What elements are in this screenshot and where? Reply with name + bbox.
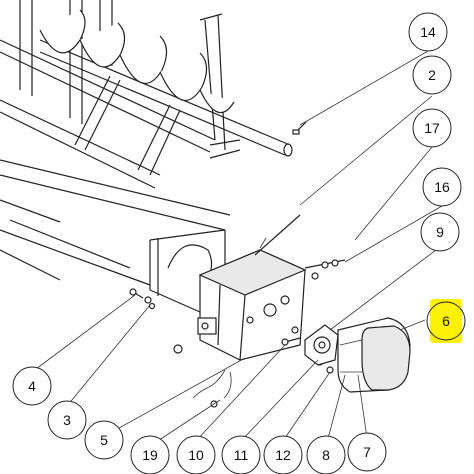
callout-10: 10 xyxy=(176,435,216,474)
callout-label: 10 xyxy=(188,447,204,463)
callout-label: 5 xyxy=(100,432,108,448)
callout-5: 5 xyxy=(84,420,124,460)
callout-6: 6 xyxy=(426,299,466,343)
callout-label: 11 xyxy=(234,447,249,463)
callout-label: 3 xyxy=(63,412,71,428)
callout-19: 19 xyxy=(130,435,170,474)
callout-label: 12 xyxy=(275,447,291,463)
callout-11: 11 xyxy=(221,435,261,474)
callout-label: 16 xyxy=(434,179,450,195)
callout-label: 19 xyxy=(142,447,158,463)
callout-label: 8 xyxy=(322,447,330,463)
gearbox-bracket xyxy=(197,214,307,361)
callout-3: 3 xyxy=(47,400,87,440)
callout-14: 14 xyxy=(408,12,448,52)
callout-17: 17 xyxy=(412,108,452,148)
callout-label: 2 xyxy=(428,67,436,83)
callout-9: 9 xyxy=(420,212,460,252)
callout-12: 12 xyxy=(263,435,303,474)
bearing xyxy=(304,324,339,366)
motor-cover xyxy=(337,317,411,393)
callout-label: 7 xyxy=(363,444,371,460)
callout-4: 4 xyxy=(12,366,52,406)
callout-label: 9 xyxy=(436,224,444,240)
callout-label: 17 xyxy=(424,120,440,136)
callout-16: 16 xyxy=(422,167,462,207)
auger-assembly xyxy=(0,0,293,313)
leader-lines xyxy=(31,50,443,447)
callout-label: 4 xyxy=(28,378,36,394)
callout-7: 7 xyxy=(347,432,387,472)
callout-2: 2 xyxy=(412,55,452,95)
callout-label: 14 xyxy=(420,24,436,40)
callout-label: 6 xyxy=(442,313,450,329)
callout-8: 8 xyxy=(306,435,346,474)
